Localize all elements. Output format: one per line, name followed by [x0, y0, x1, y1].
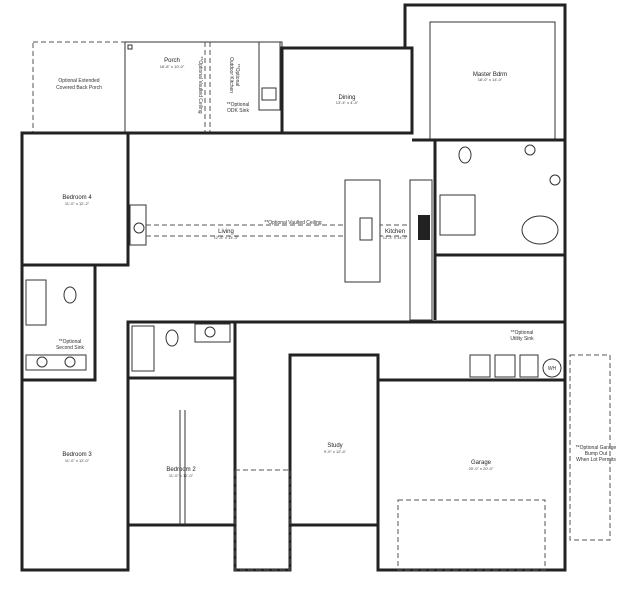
- porch-label: Porch: [164, 58, 180, 64]
- bath2-toilet: [165, 329, 179, 347]
- cooktop: [418, 215, 430, 240]
- ext-porch-label: Optional Extended: [58, 78, 99, 84]
- bathtub: [25, 279, 47, 326]
- dining-dim: 13'-4" x 4'-4": [336, 100, 359, 105]
- garage-label: Garage: [471, 460, 492, 466]
- vanity: [25, 354, 87, 371]
- master-label: Master Bdrm: [473, 72, 507, 78]
- master-toilet: [458, 146, 472, 164]
- bedroom3-dim: 11'-0" x 12'-0": [65, 458, 90, 463]
- entry-porch: [234, 469, 291, 571]
- outdoor-kitchen-note: **Optional: [234, 64, 240, 87]
- utility-sink-note: **Optional: [511, 330, 534, 336]
- outdoor-kitchen-note: Outdoor Kitchen: [228, 57, 234, 93]
- ext-porch-label: Covered Back Porch: [56, 85, 102, 91]
- toilet: [63, 286, 77, 304]
- study-walls: [288, 353, 380, 525]
- bedroom4-walls: [22, 133, 130, 267]
- bedroom4-dim: 11'-0" x 12'-2": [65, 201, 90, 206]
- garage-door: [397, 499, 546, 571]
- kitchen-sink: [359, 217, 373, 241]
- living-vault-note: **Optional Vaulted Ceiling: [264, 220, 321, 226]
- kitchen-label: Kitchen: [385, 229, 405, 235]
- garage-walls: [376, 378, 565, 525]
- kitchen-counter: [409, 179, 433, 321]
- water-heater: [542, 358, 562, 378]
- master-walls: [403, 3, 567, 355]
- garage-dim: 20'-0" x 20'-0": [469, 466, 494, 471]
- master-tub: [521, 215, 559, 245]
- bath2-tub: [131, 325, 155, 372]
- washer: [469, 354, 491, 378]
- odk-sink-note: **Optional: [227, 102, 250, 108]
- porch-vault-note: **Optional Vaulted Ceiling: [197, 56, 203, 113]
- kitchen-dim: 12'-3" x 14'-3": [383, 235, 408, 240]
- dryer: [494, 354, 516, 378]
- exterior-walls: [20, 131, 567, 572]
- garage-bump-out: [569, 354, 611, 541]
- dining-walls: [280, 46, 414, 135]
- utility-sink-note: Utility Sink: [510, 336, 534, 342]
- odk-sink: [261, 87, 277, 101]
- porch-column: [127, 44, 133, 50]
- bedroom4-label: Bedroom 4: [62, 195, 92, 201]
- bath2-sink: [204, 326, 216, 338]
- bedroom2-dim: 11'-0" x 12'-0": [169, 473, 194, 478]
- utility-sink: [519, 354, 539, 378]
- water-heater-label: WH: [548, 366, 557, 372]
- porch-dim: 16'-8" x 10'-0": [160, 64, 185, 69]
- second-sink-note: Second Sink: [56, 345, 85, 351]
- living-dim: 12'-6" x 14'-3": [214, 235, 239, 240]
- bath-walls: [22, 265, 97, 382]
- garage-bump-note: **Optional Garage: [576, 445, 617, 451]
- second-sink-note: **Optional: [59, 339, 82, 345]
- master-sink: [549, 174, 561, 186]
- living-label: Living: [218, 229, 234, 235]
- bath2-vanity: [194, 323, 231, 343]
- study-dim: 9'-0" x 12'-4": [324, 449, 347, 454]
- study-label: Study: [327, 443, 342, 449]
- second-sink: [64, 356, 76, 368]
- odk-sink-note: ODK Sink: [227, 108, 249, 114]
- sink: [36, 356, 48, 368]
- garage-bump-note: Bump Out: [585, 451, 608, 457]
- bedroom3-label: Bedroom 3: [62, 452, 92, 458]
- bedroom2-label: Bedroom 2: [166, 467, 196, 473]
- hall-wall: [126, 320, 410, 570]
- garage-bump-note: When Lot Permits: [576, 457, 616, 463]
- fireplace-icon: [133, 222, 145, 234]
- dining-label: Dining: [338, 95, 355, 101]
- master-sink: [524, 144, 536, 156]
- master-dim: 18'-0" x 14'-0": [478, 77, 503, 82]
- master-shower: [439, 194, 476, 236]
